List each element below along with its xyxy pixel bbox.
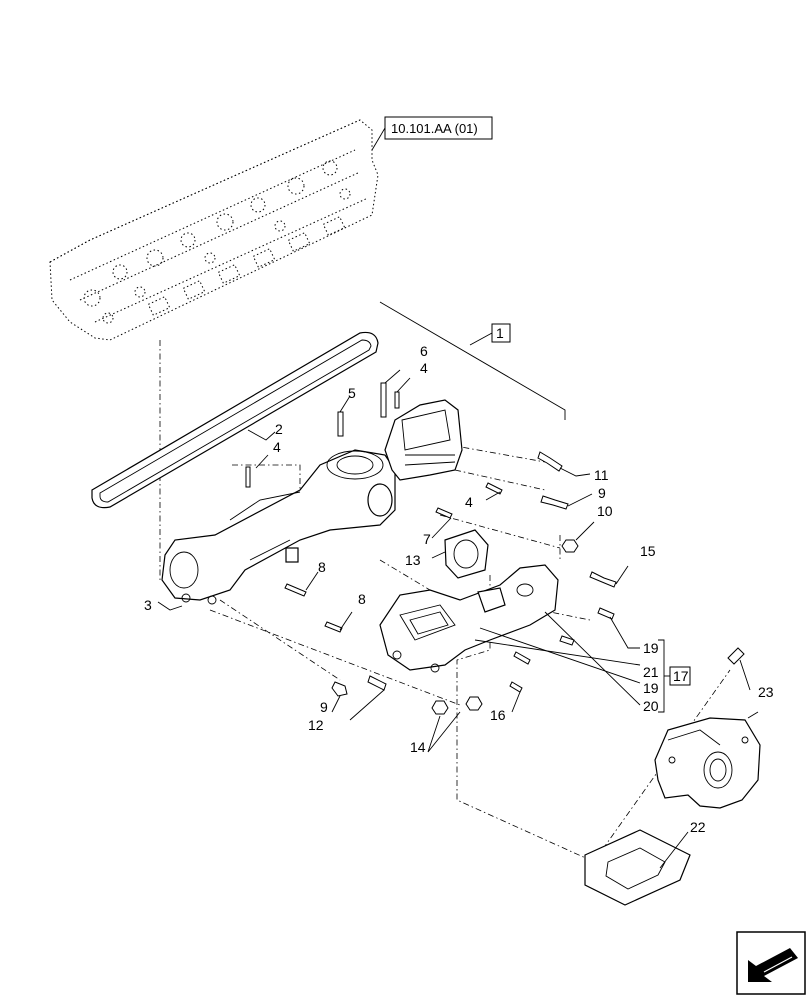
gasket [91,331,379,509]
callout-4c: 4 [420,360,428,376]
studs-lower [284,583,343,633]
valve-housing [654,647,761,809]
callout-19a: 19 [643,640,659,656]
callout-12: 12 [308,717,324,733]
callout-14: 14 [410,739,426,755]
callout-16: 16 [490,707,506,723]
callout-9b: 9 [598,485,606,501]
leader-lines [157,369,759,869]
callout-8a: 8 [318,559,326,575]
nuts-bottom [331,675,483,715]
callout-11: 11 [594,467,609,483]
group-1[interactable]: 1 [379,301,566,420]
reference-text: 10.101.AA (01) [391,121,478,136]
callout-6: 6 [420,343,428,359]
callout-9a: 9 [320,699,328,715]
callout-19b: 20 [643,698,659,714]
callout-8b: 8 [358,591,366,607]
callout-2: 2 [275,421,283,437]
flange-gasket [444,529,489,579]
callout-5: 5 [348,385,356,401]
callout-3: 3 [144,597,152,613]
exhaust-manifold-rear [379,564,641,706]
group-box-1: 1 [496,325,504,341]
next-page-arrow-icon[interactable] [736,931,806,995]
group-17[interactable]: 17 [658,639,691,713]
valve-gasket [584,829,691,906]
callout-7: 7 [423,531,431,547]
bolts-right [435,451,617,693]
callout-20: 21 [643,664,659,680]
callout-4b: 4 [465,494,473,510]
exhaust-manifold-front [161,399,463,605]
callout-13: 13 [405,552,421,568]
callout-22: 23 [758,684,774,700]
callout-18: 19 [643,680,659,696]
callout-15: 15 [640,543,656,559]
cylinder-head [49,119,379,341]
callout-10: 10 [597,503,613,519]
callout-4a: 4 [273,439,281,455]
callout-21: 22 [690,819,706,835]
reference-label[interactable]: 10.101.AA (01) [371,116,493,151]
group-box-17: 17 [673,668,689,684]
callout-numbers[interactable]: 2 3 4 4 5 6 4 7 8 8 9 9 10 11 12 13 14 1… [144,343,774,835]
